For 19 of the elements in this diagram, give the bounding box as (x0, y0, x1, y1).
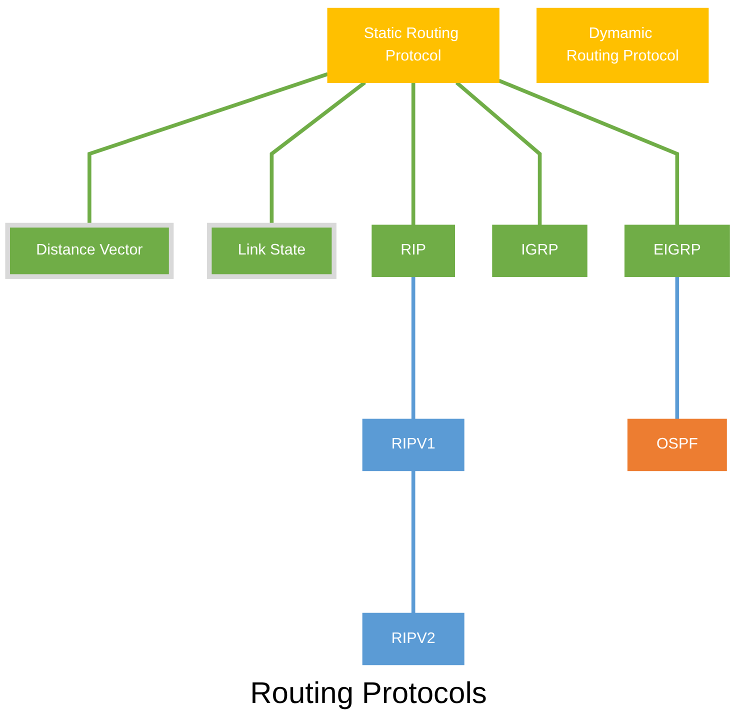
connector (411, 470, 416, 614)
node-box: IGRP (492, 224, 588, 278)
connector (88, 72, 328, 226)
node-box: RIPV1 (362, 418, 464, 472)
node-box: Static Routing Protocol (327, 8, 500, 83)
connector (455, 81, 542, 226)
connector (498, 78, 680, 226)
node-box: Distance Vector (5, 222, 174, 279)
connector (675, 276, 680, 420)
node-box: RIPV2 (362, 612, 464, 666)
connector (411, 276, 416, 420)
node-box: EIGRP (624, 224, 730, 278)
node-box: OSPF (627, 418, 727, 472)
connector (270, 81, 366, 226)
node-box: Dymamic Routing Protocol (536, 8, 709, 83)
connector (411, 82, 416, 226)
node-box: RIP (372, 224, 456, 278)
node-box: Link State (206, 222, 336, 279)
diagram-caption: Routing Protocols (250, 676, 487, 712)
